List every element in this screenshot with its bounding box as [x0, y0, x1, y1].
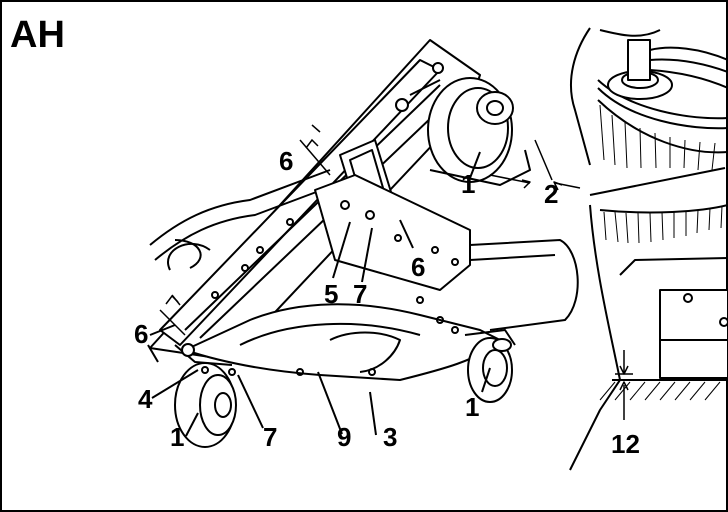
callout-9: 9 — [337, 422, 351, 452]
callout-4: 4 — [138, 384, 153, 414]
callout-3: 3 — [383, 422, 397, 452]
callout-12: 12 — [611, 429, 640, 459]
dimension-6-left — [159, 294, 186, 336]
callout-6-mid: 6 — [411, 252, 425, 282]
callout-7-low: 7 — [263, 422, 277, 452]
callout-7-mid: 7 — [353, 279, 367, 309]
callouts: 1 1 1 2 3 4 5 6 6 6 7 7 9 12 — [134, 146, 640, 459]
callout-6-top: 6 — [279, 146, 293, 176]
leader-lines — [151, 151, 491, 437]
figure-title: AH — [10, 14, 65, 56]
callout-6-left: 6 — [134, 319, 148, 349]
callout-1-top: 1 — [461, 169, 475, 199]
callout-2: 2 — [544, 179, 558, 209]
callout-1-right: 1 — [465, 392, 479, 422]
dimension-6-top — [299, 124, 331, 176]
side-broom-assembly — [147, 39, 579, 448]
callout-1-left: 1 — [170, 422, 184, 452]
detail-panel — [489, 27, 728, 471]
callout-5: 5 — [324, 279, 338, 309]
